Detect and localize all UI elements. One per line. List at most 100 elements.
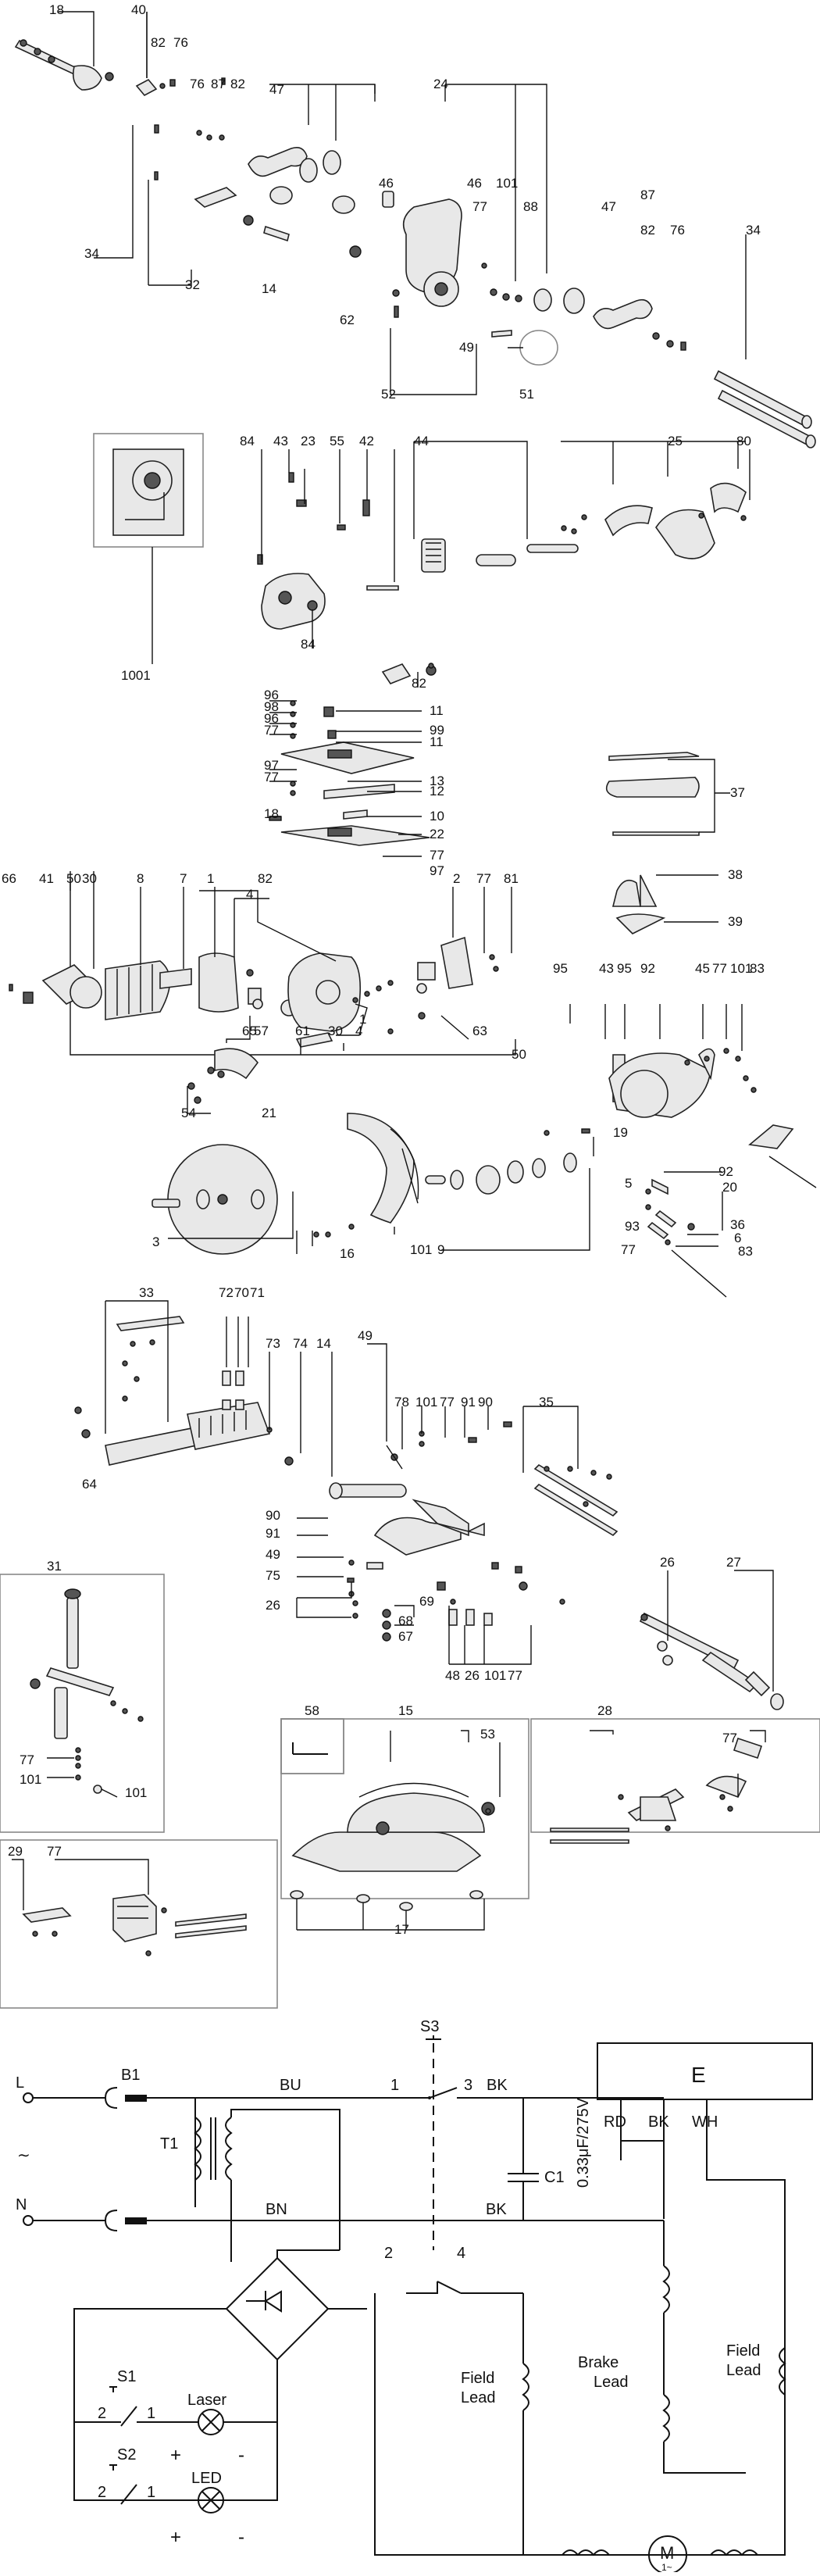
part-number-label: 66 <box>2 871 16 886</box>
part-number-label: 54 <box>181 1106 196 1120</box>
field-lead-1-line1: Field <box>461 2370 494 2387</box>
part-number-label: 30 <box>82 871 97 886</box>
part-number-label: 22 <box>430 827 444 841</box>
part-number-label: 84 <box>301 637 316 652</box>
motor-group <box>9 871 516 1056</box>
capacitor-c1: C1 <box>544 2169 565 2186</box>
part-number-label: 72 <box>219 1285 234 1300</box>
brake-lead-line2: Lead <box>594 2374 629 2391</box>
part-number-label: 23 <box>301 434 316 448</box>
part-number-label: 80 <box>736 434 751 448</box>
part-number-label: 92 <box>718 1164 733 1179</box>
part-number-label: 40 <box>131 2 146 17</box>
part-number-label: 57 <box>254 1024 269 1038</box>
part-number-label: 63 <box>472 1024 487 1038</box>
part-number-label: 90 <box>478 1395 493 1409</box>
part-number-label: 87 <box>211 77 226 91</box>
minus-sign-2: - <box>238 2527 244 2548</box>
part-number-label: 69 <box>419 1594 434 1609</box>
part-number-label: 2 <box>453 871 460 886</box>
part-number-label: 26 <box>266 1598 280 1613</box>
part-number-label: 52 <box>381 387 396 402</box>
part-number-label: 30 <box>328 1024 343 1038</box>
part-number-label: 77 <box>508 1668 522 1683</box>
part-number-label: 37 <box>730 785 745 800</box>
part-number-label: 51 <box>519 387 534 402</box>
part-number-label: 65 <box>242 1024 257 1038</box>
part-number-label: 45 <box>695 961 710 976</box>
part-number-label: 84 <box>240 434 255 448</box>
part-number-label: 101 <box>496 176 518 191</box>
part-number-label: 77 <box>264 770 279 784</box>
fuse-b1: B1 <box>121 2067 140 2084</box>
part-number-label: 95 <box>617 961 632 976</box>
part-number-label: 1 <box>359 1012 366 1027</box>
terminal-n: N <box>16 2196 27 2213</box>
part-number-label: 42 <box>359 434 374 448</box>
laser-label: Laser <box>187 2392 226 2409</box>
switch-s3: S3 <box>420 2018 439 2035</box>
part-number-label: 96 <box>264 688 279 702</box>
part-number-label: 77 <box>430 848 444 863</box>
part-number-label: 73 <box>266 1336 280 1351</box>
part-number-label: 1001 <box>121 668 151 683</box>
wire-bk-e: BK <box>648 2113 669 2131</box>
wire-wh: WH <box>692 2113 718 2131</box>
part-number-label: 49 <box>266 1547 280 1562</box>
part-number-label: 83 <box>750 961 765 976</box>
part-number-label: 13 <box>430 774 444 788</box>
part-number-label: 87 <box>640 188 655 202</box>
part-number-label: 11 <box>430 703 444 718</box>
part-number-label: 25 <box>668 434 683 448</box>
part-number-label: 77 <box>264 723 279 738</box>
s3-pin-3: 3 <box>464 2077 472 2094</box>
s3-pin-4: 4 <box>457 2245 465 2262</box>
part-number-label: 15 <box>398 1703 413 1718</box>
part-number-label: 18 <box>49 2 64 17</box>
part-number-label: 82 <box>412 676 426 691</box>
part-number-label: 44 <box>414 434 429 448</box>
part-number-label: 77 <box>440 1395 455 1409</box>
part-number-label: 55 <box>330 434 344 448</box>
part-number-label: 14 <box>316 1336 331 1351</box>
part-number-label: 101 <box>415 1395 437 1409</box>
part-number-label: 101 <box>730 961 752 976</box>
boxes-group <box>0 1574 820 2009</box>
top-assembly <box>14 11 816 448</box>
part-number-label: 98 <box>264 699 279 714</box>
part-number-label: 71 <box>250 1285 265 1300</box>
part-number-label: 64 <box>82 1477 97 1492</box>
s2-pin-2: 2 <box>98 2484 106 2501</box>
part-number-label: 82 <box>151 35 166 50</box>
part-number-label: 67 <box>398 1629 413 1644</box>
part-number-label: 62 <box>340 313 355 327</box>
part-number-label: 95 <box>553 961 568 976</box>
part-number-label: 36 <box>730 1217 745 1232</box>
part-number-label: 43 <box>599 961 614 976</box>
part-number-label: 10 <box>430 809 444 824</box>
part-number-label: 14 <box>262 281 276 296</box>
capacitor-value: 0.33μF/275V <box>575 2097 592 2188</box>
s1-pin-1: 1 <box>147 2405 155 2422</box>
part-number-label: 8 <box>137 871 144 886</box>
part-number-label: 82 <box>258 871 273 886</box>
electronics-box <box>597 2042 813 2100</box>
transformer-t1: T1 <box>160 2135 178 2153</box>
field-lead-2-line2: Lead <box>726 2362 761 2379</box>
wire-bk-top: BK <box>487 2077 508 2094</box>
part-number-label: 34 <box>84 246 99 261</box>
part-number-label: 38 <box>728 867 743 882</box>
wire-bn: BN <box>266 2201 287 2218</box>
part-number-label: 3 <box>152 1234 159 1249</box>
switch-s2: S2 <box>117 2446 136 2463</box>
s3-pin-1: 1 <box>390 2077 399 2094</box>
part-number-label: 77 <box>712 961 727 976</box>
part-number-label: 77 <box>472 199 487 214</box>
part-number-label: 91 <box>461 1395 476 1409</box>
part-number-label: 7 <box>180 871 187 886</box>
part-number-label: 97 <box>264 758 279 773</box>
part-number-label: 29 <box>8 1844 23 1859</box>
part-number-label: 70 <box>234 1285 249 1300</box>
field-lead-1-line2: Lead <box>461 2389 496 2406</box>
